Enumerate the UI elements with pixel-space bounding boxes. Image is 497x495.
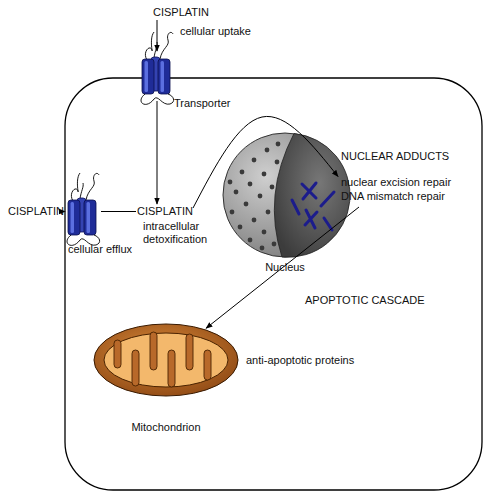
process-text: NUCLEAR ADDUCTS nuclear excision repairDN… <box>341 150 451 203</box>
illustration-part <box>266 210 271 215</box>
illustration-part <box>252 218 257 223</box>
illustration-part <box>292 200 299 214</box>
illustration-part <box>204 350 211 380</box>
annotation-text: intracellular detoxification <box>143 220 223 246</box>
illustration-part <box>321 192 334 206</box>
nuclear-pores <box>228 142 281 251</box>
illustration-part <box>270 185 275 190</box>
illustration-part <box>272 242 277 247</box>
node-title: NUCLEAR ADDUCTS <box>341 150 451 163</box>
edge-label: APOPTOTIC CASCADE <box>305 294 425 307</box>
illustration-part <box>240 170 245 175</box>
node-title: CISPLATIN <box>8 205 64 218</box>
node-note: DNA mismatch repair <box>341 190 451 203</box>
protein-loop <box>141 94 174 104</box>
helix-highlight <box>71 202 75 233</box>
node-note: nuclear excision repair <box>341 176 451 189</box>
transporter-symbol <box>140 52 174 100</box>
chromosomes <box>292 183 334 230</box>
illustration-part <box>248 182 253 187</box>
edge-label: cellular uptake <box>180 25 251 38</box>
helix <box>68 200 80 235</box>
illustration-part <box>262 172 267 177</box>
drug-name: CISPLATIN <box>8 205 64 218</box>
transporter-symbol <box>66 193 100 241</box>
arrow-connector <box>65 211 66 212</box>
illustration-part <box>302 183 316 199</box>
illustration-part <box>114 340 121 368</box>
node-title: cellular efflux <box>68 243 132 256</box>
node-title: Nucleus <box>222 261 348 274</box>
mitochondrion-drawing <box>93 322 239 398</box>
illustration-part <box>234 190 239 195</box>
arrow-connector <box>101 211 136 212</box>
mitochondrion-node: Mitochondrion <box>93 322 239 398</box>
arrow-connector <box>193 116 338 208</box>
protein-loop <box>145 32 173 60</box>
node-title: CISPLATIN <box>153 6 209 19</box>
node-title: Transporter <box>174 97 230 110</box>
helix <box>84 200 96 235</box>
arrow-connector <box>157 101 158 204</box>
illustration-part <box>244 202 249 207</box>
illustration-part <box>262 230 267 235</box>
protein-loop <box>71 173 99 201</box>
helix-highlight <box>145 61 149 92</box>
nucleus-drawing <box>222 132 348 258</box>
nucleus-cut <box>274 134 350 258</box>
nucleus-node: Nucleus <box>222 132 348 258</box>
node-title: Mitochondrion <box>93 421 239 434</box>
drug-name: CISPLATIN <box>153 6 209 19</box>
illustration-part <box>168 350 175 387</box>
transporter-node: cellular efflux <box>66 193 100 241</box>
illustration-part <box>305 210 317 228</box>
illustration-part <box>252 158 257 163</box>
illustration-part <box>150 332 157 370</box>
outer-membrane <box>94 324 238 396</box>
helix-highlight <box>161 61 165 92</box>
illustration-part <box>238 225 243 230</box>
node-title: CISPLATIN <box>137 205 193 218</box>
helix <box>142 59 154 94</box>
illustration-part <box>276 142 281 147</box>
cell-membrane <box>65 78 482 490</box>
arrow-connector <box>206 207 359 328</box>
annotation-text: anti-apoptotic proteins <box>246 354 354 367</box>
illustration-part <box>228 180 233 185</box>
illustration-part <box>260 246 265 251</box>
helix <box>158 59 170 94</box>
illustration-part <box>324 218 332 230</box>
illustration-part <box>230 210 235 215</box>
illustration-part <box>258 194 263 199</box>
illustration-part <box>186 334 193 370</box>
transporter-node: Transporter <box>140 52 174 100</box>
drug-name: CISPLATIN <box>137 205 193 218</box>
cristae <box>114 332 211 387</box>
illustration-part <box>265 148 270 153</box>
illustration-part <box>132 350 139 386</box>
helix-highlight <box>87 202 91 233</box>
illustration-part <box>248 238 253 243</box>
illustration-part <box>275 160 280 165</box>
arrow-connector <box>157 20 158 51</box>
inner-membrane <box>104 333 228 387</box>
